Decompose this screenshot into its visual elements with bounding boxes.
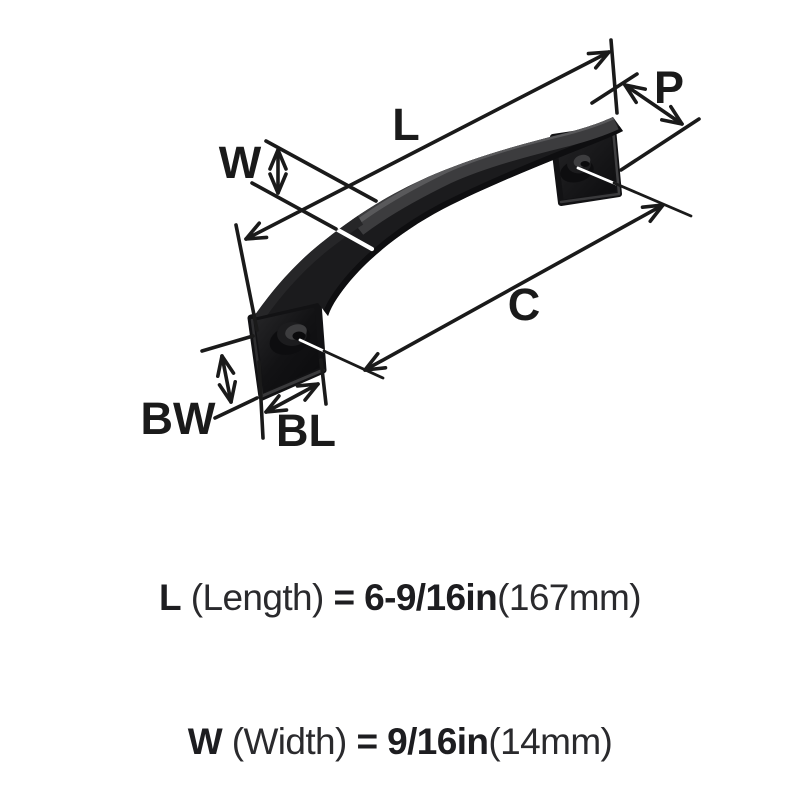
bw-tick-bottom [213, 396, 259, 420]
bw-tick-top [200, 334, 255, 353]
w-ext-line-bottom [250, 181, 338, 231]
dimension-spec-list: L (Length) = 6-9/16in(167mm) W (Width) =… [0, 478, 800, 800]
dim-base-width [200, 334, 259, 420]
l-ext-line-left [234, 223, 259, 332]
dim-base-length [257, 358, 328, 440]
label-base-width: BW [141, 393, 216, 444]
p-ext-line-base [619, 117, 701, 172]
p-dim-line [623, 83, 684, 126]
spec-row-width: W (Width) = 9/16in(14mm) [187, 721, 613, 762]
c-leader-right-white [576, 166, 618, 186]
left-post [269, 322, 311, 355]
c-dim-line [363, 203, 665, 372]
label-length: L [392, 99, 420, 150]
c-leader-right [612, 181, 693, 218]
w-ext-line-top [264, 139, 378, 203]
bw-dim-line [215, 354, 238, 404]
bl-tick-right [319, 358, 328, 406]
c-leader-left-white [298, 338, 328, 354]
label-base-length: BL [276, 405, 336, 456]
dim-center-to-center [298, 166, 693, 380]
dim-projection [590, 72, 701, 172]
c-leader-left [322, 349, 385, 380]
p-ext-line-tip [590, 72, 639, 105]
l-tick-right [609, 38, 619, 115]
bl-tick-left [257, 360, 265, 440]
l-dim-line [244, 50, 611, 241]
dimension-annotations [200, 38, 701, 440]
label-width: W [219, 137, 262, 188]
bl-dim-line [264, 382, 320, 414]
handle-bar [253, 117, 623, 318]
label-projection: P [654, 62, 684, 113]
label-center-to-center: C [508, 279, 541, 330]
spec-row-length: L (Length) = 6-9/16in(167mm) [159, 577, 642, 618]
dim-length [234, 38, 619, 332]
